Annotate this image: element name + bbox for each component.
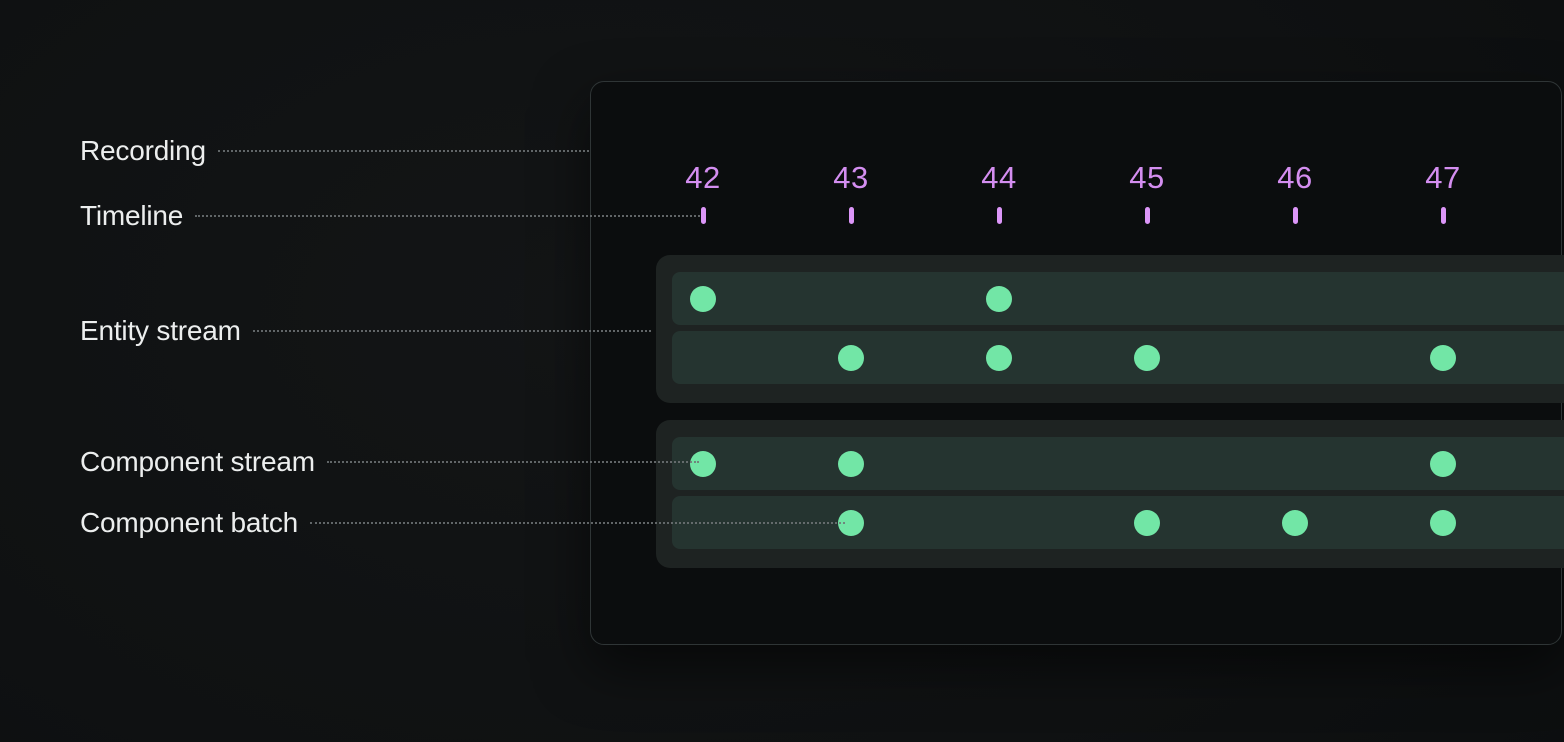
event-dot-component-stream-row-t47	[1430, 450, 1456, 477]
event-dot-entity-stream-row-1-t44	[986, 285, 1012, 312]
component-stream-row	[672, 437, 1564, 490]
timeline-tick-mark-47	[1440, 207, 1446, 224]
event-dot-entity-stream-row-1-t42	[690, 285, 716, 312]
timeline-leader-line	[195, 215, 700, 217]
component-stream-leader-line	[326, 461, 699, 463]
timeline-tick-label-42: 42	[685, 160, 721, 195]
event-dot-entity-stream-row-2-t45	[1134, 344, 1160, 371]
timeline-tick-mark-43	[848, 207, 854, 224]
entity-stream-row-2	[672, 331, 1564, 384]
component-batch-row	[672, 496, 1564, 549]
annotation-recording: Recording	[80, 133, 589, 169]
event-dot-component-stream-row-t42	[690, 450, 716, 477]
component-stream-label: Component stream	[80, 446, 315, 477]
annotation-component-batch: Component batch	[80, 505, 845, 541]
group-component	[656, 420, 1564, 568]
timeline-tick-label-46: 46	[1277, 160, 1313, 195]
component-batch-label: Component batch	[80, 507, 299, 538]
entity-stream-leader-line	[252, 330, 651, 332]
timeline-tick-mark-44	[996, 207, 1002, 224]
timeline-tick-label-47: 47	[1425, 160, 1461, 195]
event-dot-component-batch-row-t47	[1430, 509, 1456, 536]
event-dot-component-batch-row-t46	[1282, 509, 1308, 536]
event-dot-component-stream-row-t43	[838, 450, 864, 477]
event-dot-entity-stream-row-2-t43	[838, 344, 864, 371]
timeline-tick-label-45: 45	[1129, 160, 1165, 195]
recording-leader-line	[217, 150, 589, 152]
group-entity	[656, 255, 1564, 403]
timeline-tick-mark-46	[1292, 207, 1298, 224]
recording-label: Recording	[80, 135, 206, 166]
timeline-tick-label-43: 43	[833, 160, 869, 195]
timeline-tick-mark-42	[700, 207, 706, 224]
timeline-tick-label-44: 44	[981, 160, 1017, 195]
timeline-label: Timeline	[80, 200, 184, 231]
event-dot-entity-stream-row-2-t47	[1430, 344, 1456, 371]
entity-stream-label: Entity stream	[80, 315, 241, 346]
component-batch-leader-line	[310, 522, 845, 524]
entity-stream-row-1	[672, 272, 1564, 325]
event-dot-entity-stream-row-2-t44	[986, 344, 1012, 371]
annotation-timeline: Timeline	[80, 198, 700, 234]
timeline-tick-mark-45	[1144, 207, 1150, 224]
annotation-component-stream: Component stream	[80, 444, 699, 480]
annotation-entity-stream: Entity stream	[80, 313, 651, 349]
event-dot-component-batch-row-t45	[1134, 509, 1160, 536]
